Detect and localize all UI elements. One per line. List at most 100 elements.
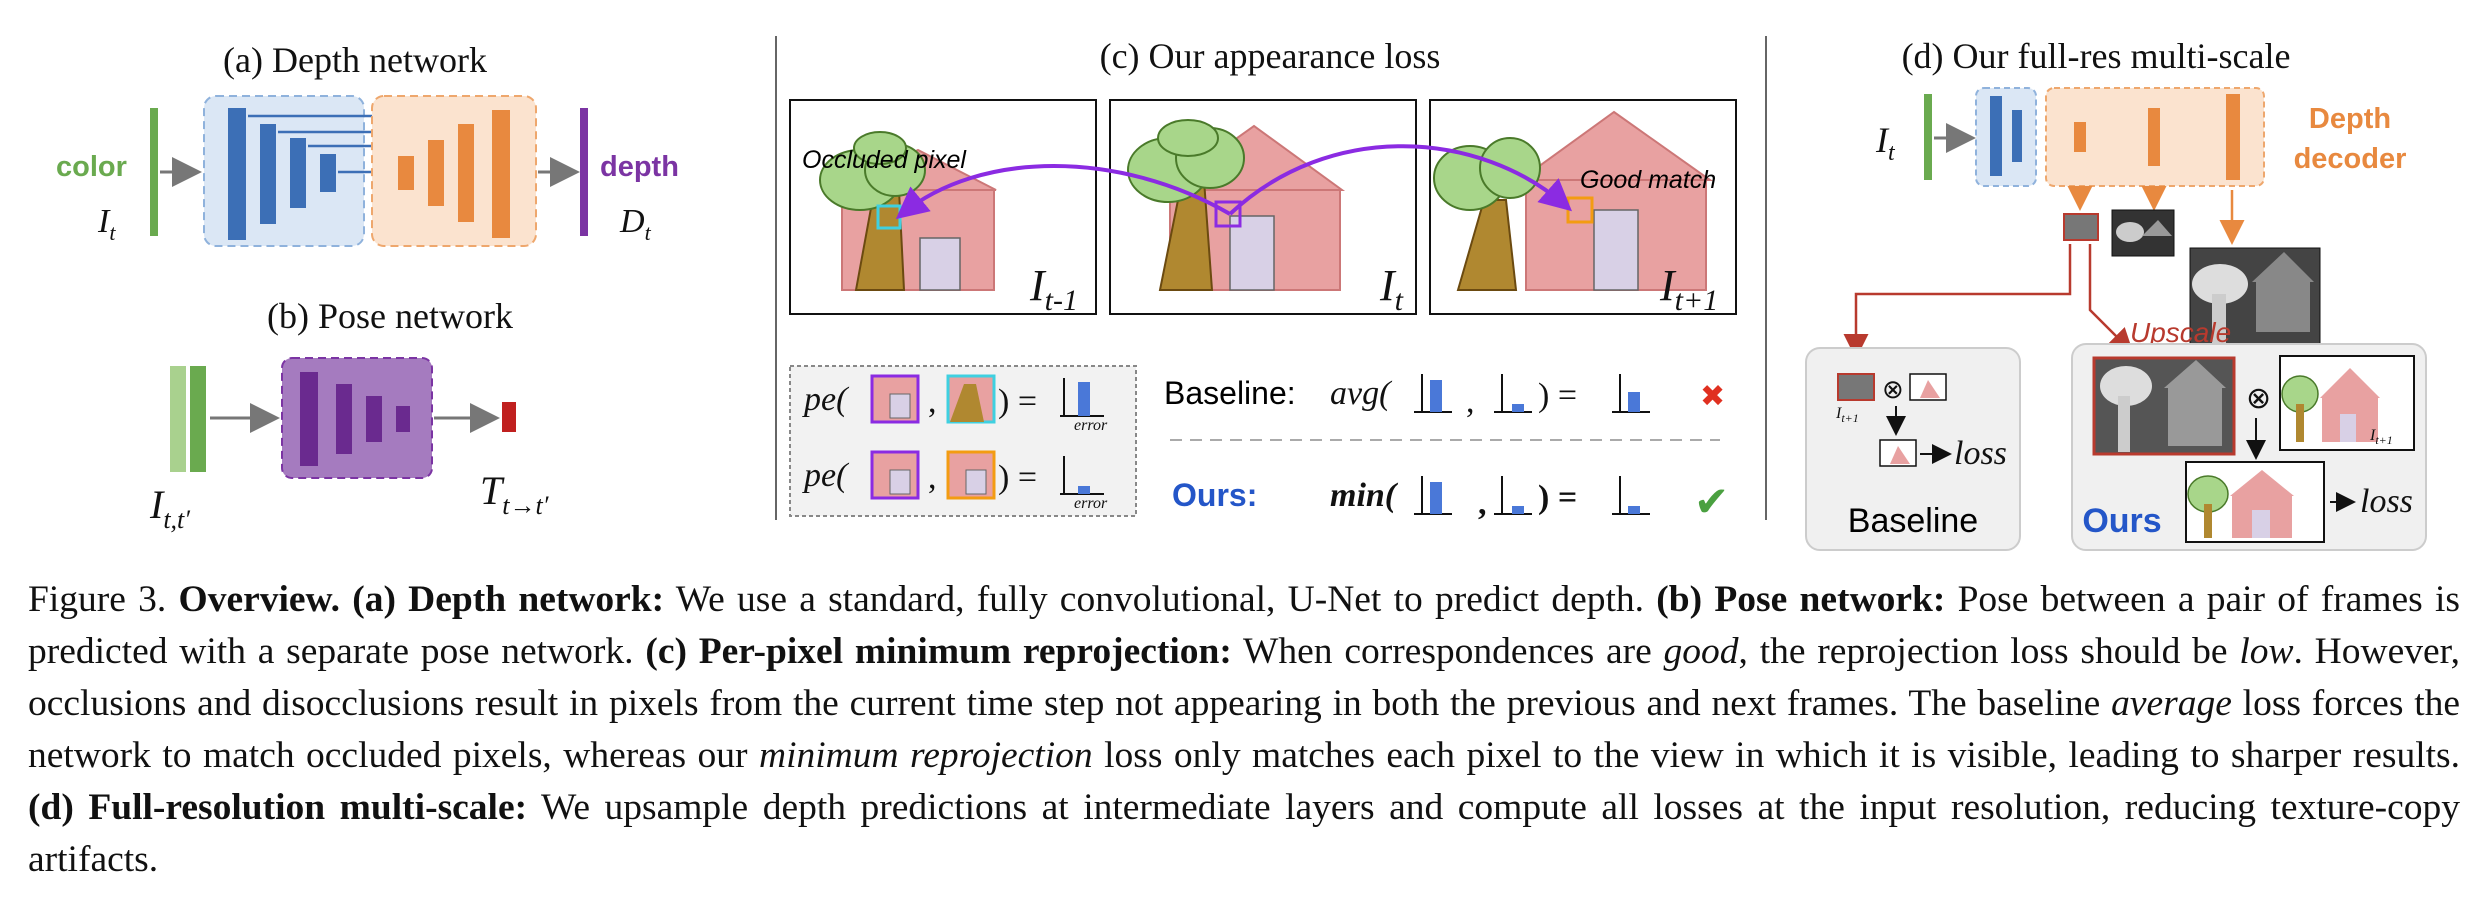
multiscale-title: (d) Our full-res multi-scale <box>1902 36 2291 76</box>
depth-label: depth <box>600 151 679 183</box>
frame-current-symbol: It <box>1379 261 1404 317</box>
upscale-branch-arrow <box>2088 244 2134 354</box>
svg-text:,: , <box>928 383 937 420</box>
pe-label-1: pe( <box>802 381 850 418</box>
caption-emphasis: good <box>1663 631 1739 672</box>
appearance-loss-title: (c) Our appearance loss <box>1100 36 1441 76</box>
ours-row: Ours: min( , ) = ✔ <box>1172 476 1729 525</box>
caption-text: loss forces the network to match occlude… <box>28 683 2461 776</box>
pe-comparison-box: pe( , ) = error pe( , ) = error <box>789 365 1137 517</box>
svg-text:It+1: It+1 <box>2369 427 2393 447</box>
pose-network-title: (b) Pose network <box>267 296 513 336</box>
panel-depth-network: (a) Depth network color It depth Dt <box>56 40 679 247</box>
caption-text: . However, occlusions and disocclusions … <box>28 631 2460 724</box>
decoder-layer-3 <box>458 124 474 222</box>
depth-network-heading: (a) Depth network: <box>352 579 665 620</box>
pe-label-2: pe( <box>802 457 850 494</box>
pose-network-heading: (b) Pose network: <box>1656 579 1946 620</box>
svg-text:error: error <box>1074 417 1108 434</box>
caption-text: , the reprojection loss should be <box>1738 631 2228 672</box>
svg-text:error: error <box>1074 495 1108 512</box>
svg-text:) =: ) = <box>998 383 1037 420</box>
svg-text:) =: ) = <box>1538 479 1577 516</box>
input-image-symbol: It <box>97 203 116 245</box>
encoder-layer-2 <box>260 124 276 224</box>
match-arrow-prev <box>895 164 1232 220</box>
ours-label-c: Ours: <box>1172 477 1257 513</box>
cross-icon: ✖ <box>1700 380 1725 413</box>
overview-heading: Overview. <box>178 579 340 620</box>
full-res-text: We upsample depth predictions at interme… <box>28 787 2460 880</box>
depth-decoder-label-1: Depth <box>2309 103 2391 135</box>
encoder-layer-1 <box>228 108 246 240</box>
svg-text:⊗: ⊗ <box>2246 382 2271 415</box>
pose-net-box <box>281 357 433 479</box>
caption-text: When correspondences are <box>1243 631 1652 672</box>
check-icon: ✔ <box>1694 478 1729 525</box>
frame-next-symbol: It+1 <box>1659 261 1718 317</box>
pe-error-low <box>1078 486 1090 494</box>
panel-full-res-multiscale: (d) Our full-res multi-scale It Depth de… <box>1805 36 2427 551</box>
svg-text:,: , <box>928 459 937 496</box>
depth-output-bar <box>580 108 588 236</box>
match-arrow-next <box>1228 144 1572 216</box>
frame-next: Good match It+1 <box>1429 99 1737 317</box>
pose-output <box>502 402 516 432</box>
current-pixel-marker <box>1214 200 1242 228</box>
baseline-label-d: Baseline <box>1848 502 1978 540</box>
figure-caption: Figure 3. Overview. (a) Depth network: W… <box>28 574 2460 886</box>
frame-prev: Occluded pixel It-1 <box>789 99 1097 317</box>
baseline-branch-arrow <box>1843 244 2072 359</box>
depth-network-text: We use a standard, fully convolutional, … <box>675 579 1645 620</box>
pose-input-frame-1 <box>170 366 186 472</box>
pose-network-text: Pose between a pair of frames is predict… <box>28 579 2461 672</box>
pose-layer-3 <box>366 396 382 442</box>
color-label: color <box>56 151 127 183</box>
decoder-box <box>371 95 537 247</box>
pose-layer-2 <box>336 384 352 454</box>
decoder-layer-2 <box>428 140 444 206</box>
baseline-label-c: Baseline: <box>1164 375 1296 411</box>
frame-current: It <box>1109 99 1417 317</box>
min-function: min( <box>1330 477 1399 514</box>
min-reprojection-heading: (c) Per-pixel minimum reprojection: <box>645 631 1232 672</box>
ours-box: ⊗ It+1 loss Ours <box>2071 343 2427 551</box>
ours-loss: loss <box>2360 483 2413 520</box>
svg-text:,: , <box>1478 485 1487 522</box>
encoder-layer-4 <box>320 154 336 192</box>
occluded-pixel-label: Occluded pixel <box>802 146 967 174</box>
full-res-heading: (d) Full-resolution multi-scale: <box>28 787 528 828</box>
multiscale-input-bar <box>1924 94 1932 180</box>
pose-layer-4 <box>396 406 410 432</box>
multiscale-encoder <box>1975 87 2037 187</box>
figure-label: Figure 3. <box>28 579 167 620</box>
input-image-bar <box>150 108 158 236</box>
pose-output-symbol: Tt→t′ <box>480 468 549 520</box>
avg-function: avg( <box>1330 375 1393 412</box>
depth-network-title: (a) Depth network <box>223 40 487 80</box>
caption-emphasis: average <box>2111 683 2232 724</box>
multiscale-input-symbol: It <box>1875 120 1896 166</box>
decoder-layer-1 <box>398 156 414 190</box>
caption-text: loss only matches each pixel to the view… <box>1104 735 2461 776</box>
baseline-box: ⊗ It+1 loss Baseline <box>1805 347 2021 551</box>
svg-text:It+1: It+1 <box>1835 405 1859 425</box>
figure-diagram: (a) Depth network color It depth Dt (b) … <box>56 36 2427 551</box>
baseline-row: Baseline: avg( , ) = ✖ <box>1164 374 1725 420</box>
caption-emphasis: low <box>2239 631 2294 672</box>
pose-input-symbol: It,t′ <box>149 482 190 534</box>
depth-symbol: Dt <box>619 203 652 245</box>
ours-label-d: Ours <box>2082 502 2161 540</box>
frame-prev-symbol: It-1 <box>1029 261 1078 317</box>
svg-text:⊗: ⊗ <box>1882 375 1904 404</box>
pose-input-frame-2 <box>190 366 206 472</box>
svg-text:) =: ) = <box>1538 377 1577 414</box>
svg-text:,: , <box>1466 383 1475 420</box>
baseline-loss: loss <box>1954 435 2007 472</box>
good-match-label: Good match <box>1580 166 1716 194</box>
pe-error-high <box>1078 382 1090 416</box>
panel-appearance-loss: (c) Our appearance loss Occluded pixel I… <box>789 36 1737 525</box>
depth-scale-small <box>2063 213 2099 241</box>
decoder-layer-4 <box>492 110 510 238</box>
pose-layer-1 <box>300 372 318 466</box>
